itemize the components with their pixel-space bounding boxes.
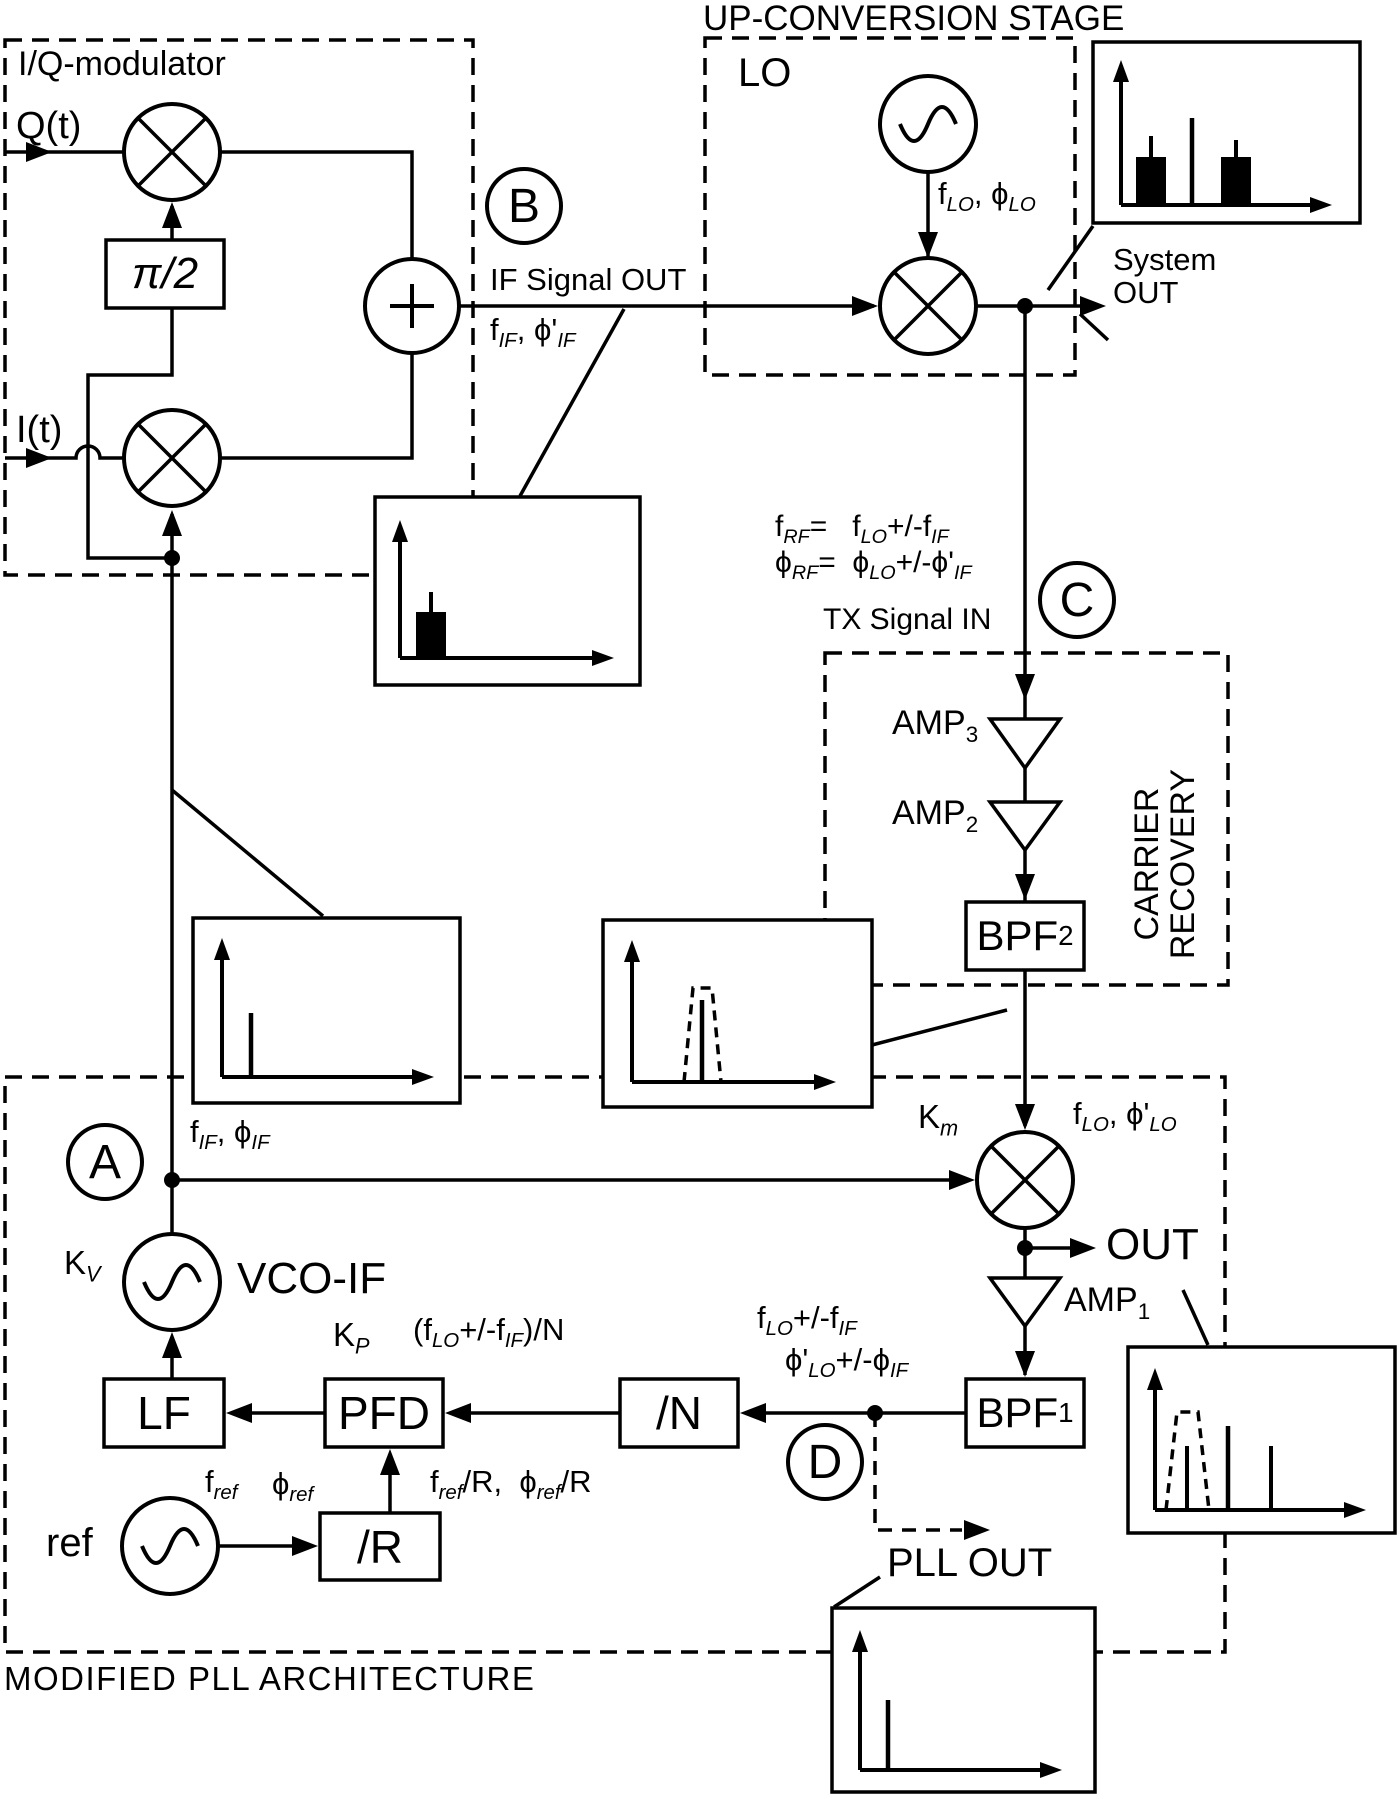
pfd-input-label: (fLO+/-fIF)/N — [413, 1312, 565, 1353]
ref-label: ref — [46, 1521, 93, 1565]
rdiv-label: /R — [357, 1520, 403, 1573]
node-c-circle — [1038, 561, 1116, 639]
spectrum-inset-vco — [191, 916, 462, 1105]
spectrum-inset-rf-out — [1091, 40, 1362, 225]
amp1-triangle — [986, 1276, 1064, 1329]
pll-out-tap-wire — [873, 1413, 962, 1532]
bpf1-block — [964, 1377, 1086, 1449]
km-label: Km — [918, 1098, 959, 1141]
kp-label: KP — [333, 1316, 370, 1359]
rf-phase-equation: ϕRF= ϕLO+/-ϕ'IF — [775, 546, 972, 584]
amp3-triangle — [986, 717, 1064, 772]
upconversion-box — [703, 36, 1077, 377]
rdiv-block — [318, 1511, 442, 1582]
ndiv-block — [618, 1377, 740, 1449]
pll-out-label: PLL OUT — [887, 1541, 1053, 1585]
out-label: OUT — [1106, 1220, 1199, 1269]
pi2-block — [104, 238, 226, 310]
spectrum-inset-pll-filter — [1126, 1345, 1397, 1535]
fref-label: fref — [205, 1464, 238, 1505]
carrier-recovery-title: CARRIER RECOVERY — [1127, 768, 1202, 960]
amp2-triangle — [986, 800, 1064, 853]
spectrum-inset-if — [373, 495, 642, 687]
spectrum-inset-pll-out — [830, 1606, 1097, 1794]
ndiv-label: /N — [656, 1387, 702, 1439]
inset-leaders — [170, 224, 1210, 1609]
node-a-label: A — [88, 1135, 121, 1189]
mixer-i — [122, 408, 222, 508]
q-input-label: Q(t) — [16, 105, 82, 147]
arrowheads — [26, 142, 1106, 1556]
if-params-label: fIF, ϕIF — [190, 1114, 270, 1155]
rdiv-output-label: fref/R, ϕref/R — [430, 1464, 592, 1505]
tx-signal-in-label: TX Signal IN — [823, 603, 992, 636]
node-d-label: D — [807, 1435, 843, 1489]
node-d-circle — [786, 1423, 864, 1501]
lo-oscillator-icon — [878, 74, 978, 174]
i-input-label: I(t) — [16, 409, 63, 451]
vco-label: VCO-IF — [237, 1254, 387, 1303]
rf-freq-equation: fRF= fLO+/-fIF — [775, 510, 949, 548]
ref-oscillator-icon — [120, 1496, 220, 1596]
node-b-label: B — [507, 179, 540, 233]
km-lo-params: fLO, ϕ'LO — [1073, 1096, 1177, 1137]
mixer-q — [122, 102, 222, 202]
mixer-upconversion — [878, 256, 978, 356]
wires — [5, 150, 1100, 1548]
iq-modulator-title: I/Q-modulator — [18, 45, 226, 83]
feedback-freq-label: fLO+/-fIF — [757, 1300, 857, 1341]
pfd-block — [323, 1377, 445, 1449]
phiref-label: ϕref — [272, 1466, 314, 1507]
summer — [363, 257, 461, 355]
pll-title: MODIFIED PLL ARCHITECTURE — [4, 1660, 536, 1697]
if-signal-out-label: IF Signal OUT — [490, 262, 687, 297]
amp1-label: AMP1 — [1064, 1281, 1151, 1324]
node-b-circle — [485, 167, 563, 245]
junction-dots — [164, 298, 1033, 1421]
if-signal-params: fIF, ϕ'IF — [490, 312, 576, 353]
vco-oscillator-icon — [122, 1232, 222, 1332]
spectrum-inset-carrier — [601, 918, 874, 1109]
pi2-label: π/2 — [131, 249, 199, 298]
upconversion-title: UP-CONVERSION STAGE — [703, 0, 1125, 38]
bpf2-block — [964, 900, 1086, 972]
node-c-label: C — [1059, 573, 1095, 627]
lf-label: LF — [137, 1387, 191, 1439]
mixer-km — [975, 1130, 1075, 1230]
node-circles — [66, 167, 1116, 1501]
node-a-circle — [66, 1123, 144, 1201]
lo-params-label: fLO, ϕLO — [938, 176, 1036, 217]
lo-label: LO — [738, 51, 792, 95]
feedback-phase-label: ϕ'LO+/-ϕIF — [785, 1342, 909, 1383]
lf-block — [102, 1377, 226, 1449]
amp3-label: AMP3 — [892, 704, 979, 747]
pfd-label: PFD — [338, 1387, 430, 1439]
amp2-label: AMP2 — [892, 794, 979, 837]
kv-label: KV — [64, 1244, 101, 1287]
system-out-label: System OUT — [1113, 242, 1217, 310]
